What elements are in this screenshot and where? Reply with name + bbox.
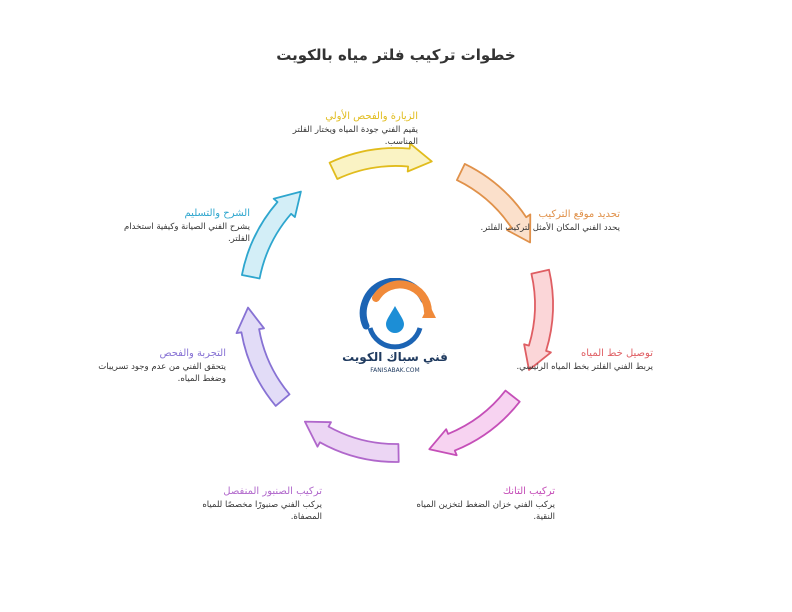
step-3-label: توصيل خط المياه يربط الفني الفلتر بخط ال… (508, 347, 653, 373)
step-title: تركيب التانك (502, 486, 555, 497)
arrow-shape (456, 163, 532, 244)
arrow-step-5 (304, 420, 400, 463)
arrow-step-2 (456, 163, 532, 244)
arrow-step-4 (428, 389, 521, 457)
step-1-label: الزيارة والفحص الأولي يقيم الفني جودة ال… (268, 110, 418, 148)
step-description: يتحقق الفني من عدم وجود تسريبات وضغط الم… (98, 362, 226, 384)
arrow-shape (304, 420, 400, 463)
diagram-title: خطوات تركيب فلتر مياه بالكويت (276, 46, 516, 64)
arrow-step-7 (241, 190, 302, 280)
step-title: التجربة والفحص (159, 348, 226, 359)
step-6-label: التجربة والفحص يتحقق الفني من عدم وجود ت… (76, 347, 226, 385)
step-title: تركيب الصنبور المنفصل (223, 486, 322, 497)
step-5-label: تركيب الصنبور المنفصل يركب الفني صنبورًا… (172, 485, 322, 523)
arrow-step-3 (523, 268, 554, 371)
step-description: يركب الفني صنبورًا مخصصًا للمياه المصفاة… (202, 500, 322, 522)
arrow-step-6 (235, 306, 291, 407)
step-title: تحديد موقع التركيب (538, 209, 620, 220)
step-title: توصيل خط المياه (581, 348, 653, 359)
arrow-shape (523, 268, 554, 371)
step-2-label: تحديد موقع التركيب يحدد الفني المكان الأ… (472, 208, 621, 234)
arrow-shape (328, 142, 433, 180)
arrow-shape (235, 306, 291, 407)
company-logo: فني سباك الكويت FANISABAK.COM (340, 277, 450, 384)
step-title: الشرح والتسليم (184, 208, 250, 219)
arrow-shape (241, 190, 302, 280)
step-description: يركب الفني خزان الضغط لتخزين المياه النق… (416, 500, 555, 522)
step-description: يشرح الفني الصيانة وكيفية استخدام الفلتر… (124, 222, 250, 244)
logo-website: FANISABAK.COM (370, 367, 420, 374)
logo-company-name: فني سباك الكويت (342, 350, 448, 364)
step-description: يربط الفني الفلتر بخط المياه الرئيسي. (516, 362, 653, 372)
step-description: يحدد الفني المكان الأمثل لتركيب الفلتر. (480, 223, 621, 233)
arrow-shape (428, 389, 521, 457)
arrow-step-1 (328, 142, 433, 180)
step-4-label: تركيب التانك يركب الفني خزان الضغط لتخزي… (405, 485, 555, 523)
step-description: يقيم الفني جودة المياه ويختار الفلتر الم… (292, 125, 418, 147)
step-7-label: الشرح والتسليم يشرح الفني الصيانة وكيفية… (100, 207, 250, 245)
water-drop-logo-icon (359, 277, 436, 350)
step-title: الزيارة والفحص الأولي (325, 111, 418, 122)
